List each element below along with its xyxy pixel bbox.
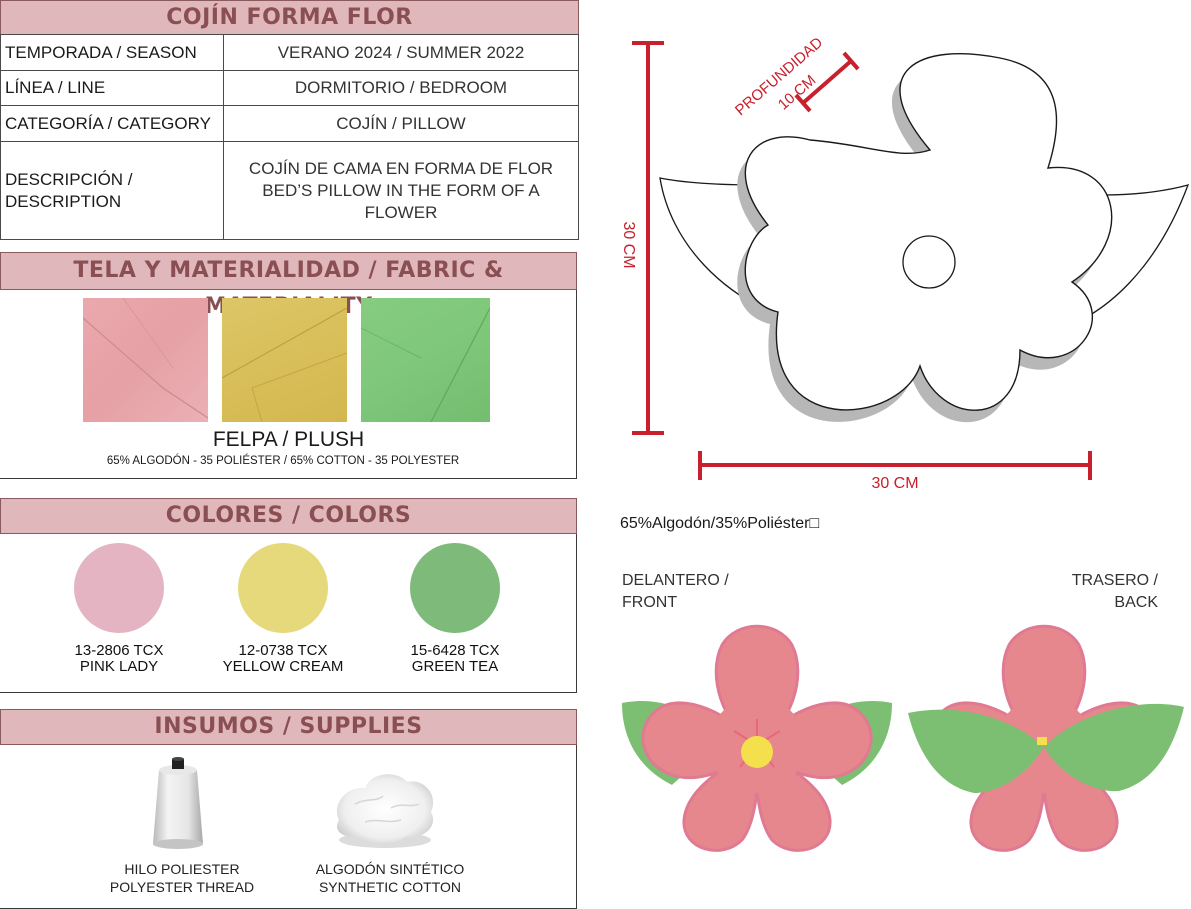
composition-note: 65%Algodón/35%Poliéster□ [620, 515, 820, 532]
supplies-header: INSUMOS / SUPPLIES [0, 709, 577, 745]
front-label-line: DELANTERO / [622, 572, 729, 589]
front-label: DELANTERO / FRONT [622, 570, 729, 614]
spec-label: TEMPORADA / SEASON [0, 34, 224, 71]
technical-drawing: 30 CM 30 CM PROFUNDIDAD 10 CM [620, 34, 1190, 492]
supply-label-es: ALGODÓN SINTÉTICO [315, 861, 465, 877]
color-name: YELLOW CREAM [222, 658, 344, 675]
table-row: LÍNEA / LINE DORMITORIO / BEDROOM [0, 70, 579, 106]
fabric-swatch-pink [83, 298, 208, 422]
page-title: COJÍN FORMA FLOR [0, 0, 579, 35]
color-swatch-green-tea [410, 543, 500, 633]
table-row: CATEGORÍA / CATEGORY COJÍN / PILLOW [0, 105, 579, 142]
front-view-flower [622, 624, 892, 852]
thread-spool-icon [153, 757, 203, 849]
height-label: 30 CM [620, 221, 637, 268]
back-label: TRASERO / BACK [1040, 570, 1158, 614]
front-label-line: FRONT [622, 594, 678, 611]
fabric-swatch-yellow [222, 298, 347, 422]
color-name: PINK LADY [79, 658, 159, 675]
table-row: TEMPORADA / SEASON VERANO 2024 / SUMMER … [0, 34, 579, 71]
back-view-flower [908, 624, 1184, 852]
spec-label: LÍNEA / LINE [0, 70, 224, 106]
supply-label-en: POLYESTER THREAD [109, 879, 255, 895]
color-name: GREEN TEA [411, 658, 499, 675]
spec-value: COJÍN DE CAMA EN FORMA DE FLOR BED’S PIL… [223, 141, 579, 240]
spec-label: CATEGORÍA / CATEGORY [0, 105, 224, 142]
colors-header: COLORES / COLORS [0, 498, 577, 534]
fabric-composition: 65% ALGODÓN - 35 POLIÉSTER / 65% COTTON … [106, 455, 460, 467]
color-code: 13-2806 TCX [74, 642, 164, 659]
supply-label-en: SYNTHETIC COTTON [318, 879, 462, 895]
spec-value: DORMITORIO / BEDROOM [223, 70, 579, 106]
spec-table: TEMPORADA / SEASON VERANO 2024 / SUMMER … [0, 34, 579, 240]
supply-label-es: HILO POLIESTER [124, 861, 240, 877]
color-code: 12-0738 TCX [238, 642, 328, 659]
fabric-header: TELA Y MATERIALIDAD / FABRIC & MATERIALI… [0, 252, 577, 319]
fabric-swatch-green [361, 298, 490, 422]
width-label: 30 CM [871, 475, 918, 492]
table-row: DESCRIPCIÓN / DESCRIPTION COJÍN DE CAMA … [0, 141, 579, 240]
back-label-line: BACK [1114, 594, 1158, 611]
synthetic-cotton-icon [336, 774, 434, 848]
color-swatch-yellow-cream [238, 543, 328, 633]
spec-value: VERANO 2024 / SUMMER 2022 [223, 34, 579, 71]
spec-label: DESCRIPCIÓN / DESCRIPTION [0, 141, 224, 240]
color-code: 15-6428 TCX [410, 642, 500, 659]
spec-value: COJÍN / PILLOW [223, 105, 579, 142]
fabric-name: FELPA / PLUSH [212, 428, 365, 451]
back-label-line: TRASERO / [1071, 572, 1158, 589]
color-swatch-pink-lady [74, 543, 164, 633]
